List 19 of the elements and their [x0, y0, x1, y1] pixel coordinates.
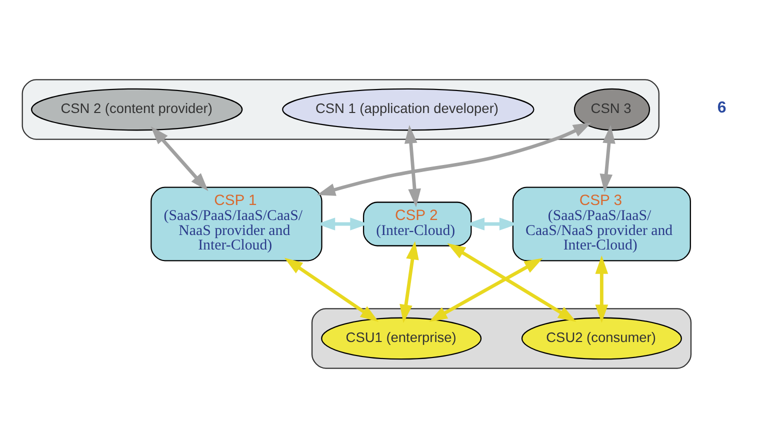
node-box: CSP 1 (SaaS/PaaS/IaaS/CaaS/ NaaS provider and Inter-Cloud) [150, 186, 322, 262]
node-ellipse: CSU1 (enterprise) [321, 317, 482, 360]
node-box: CSP 3 (SaaS/PaaS/IaaS/ CaaS/NaaS provider and Inter-Cloud) [512, 186, 691, 262]
node-ellipse: CSN 3 [574, 88, 650, 131]
node-box: CSP 2 (Inter-Cloud) [362, 202, 472, 246]
arrow [447, 243, 576, 322]
cluster [22, 79, 660, 140]
node-ellipse: CSU2 (consumer) [521, 317, 682, 360]
label: 6 [717, 98, 726, 117]
arrow [404, 125, 421, 208]
arrow [400, 241, 419, 323]
node-ellipse: CSN 1 (application developer) [282, 88, 534, 131]
arrow [595, 255, 608, 323]
arrow [428, 258, 543, 322]
arrow [150, 126, 208, 192]
arrow [284, 258, 379, 322]
arrow [316, 122, 592, 196]
arrow [600, 125, 616, 192]
node-ellipse: CSN 2 (content provider) [31, 88, 243, 131]
